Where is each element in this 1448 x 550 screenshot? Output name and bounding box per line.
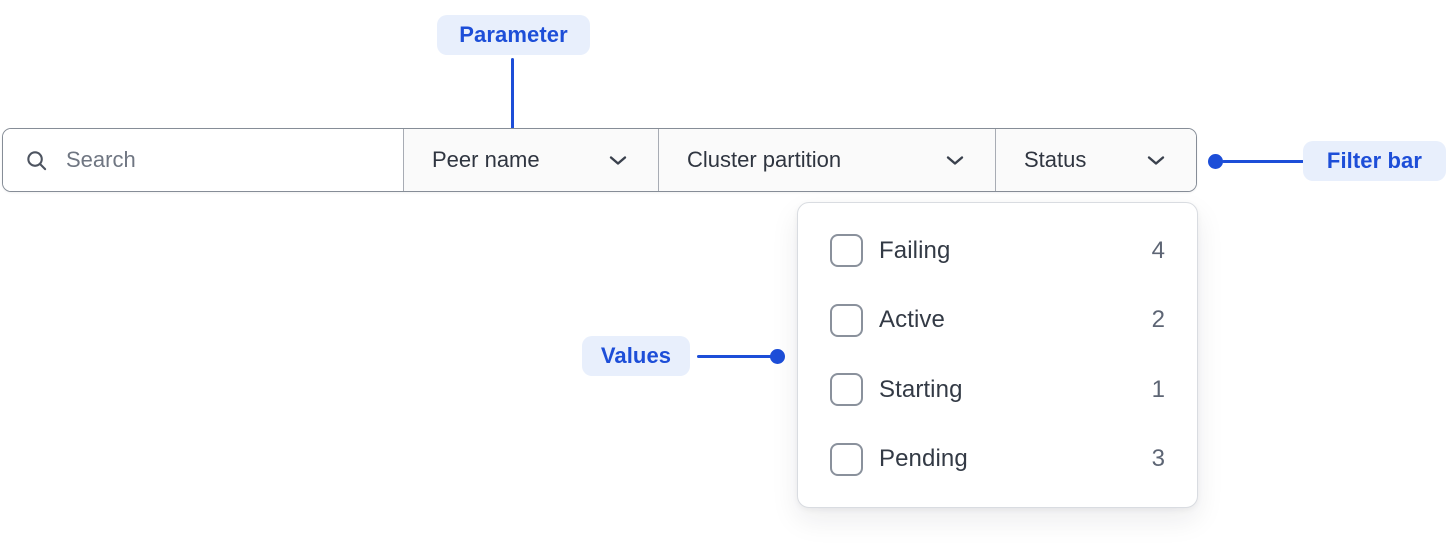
status-option-label: Starting [879, 375, 963, 403]
chevron-down-icon [1144, 148, 1168, 172]
status-option-label: Failing [879, 236, 951, 264]
chevron-down-icon [606, 148, 630, 172]
values-callout-line [697, 355, 772, 358]
status-option-active[interactable]: Active 2 [830, 286, 1165, 356]
checkbox-starting[interactable] [830, 373, 863, 407]
status-option-failing[interactable]: Failing 4 [830, 216, 1165, 286]
chevron-down-icon [943, 148, 967, 172]
peer-name-dropdown[interactable]: Peer name [404, 129, 659, 191]
parameter-annotation-label: Parameter [437, 15, 590, 55]
status-option-count: 3 [1151, 445, 1165, 473]
search-input[interactable] [66, 147, 366, 173]
status-option-starting[interactable]: Starting 1 [830, 355, 1165, 425]
parameter-annotation-text: Parameter [459, 22, 568, 47]
status-option-count: 2 [1151, 306, 1165, 334]
magnifier-icon [25, 149, 48, 172]
filter-bar-callout-dot [1208, 154, 1223, 169]
checkbox-pending[interactable] [830, 442, 863, 476]
status-dropdown-label: Status [1024, 147, 1087, 172]
status-option-count: 1 [1151, 375, 1165, 403]
status-option-label: Active [879, 306, 945, 334]
status-option-pending[interactable]: Pending 3 [830, 425, 1165, 495]
checkbox-active[interactable] [830, 303, 863, 337]
values-annotation-label: Values [582, 336, 690, 376]
search-section [3, 129, 404, 191]
parameter-callout-line [511, 58, 514, 135]
cluster-partition-dropdown[interactable]: Cluster partition [659, 129, 996, 191]
status-option-label: Pending [879, 445, 968, 473]
status-dropdown-panel: Failing 4 Active 2 Starting 1 Pending 3 [797, 202, 1198, 508]
filter-bar-annotation-text: Filter bar [1326, 148, 1423, 173]
status-option-count: 4 [1151, 236, 1165, 264]
filter-bar: Peer name Cluster partition Status [2, 128, 1197, 192]
filter-bar-annotation-label: Filter bar [1303, 141, 1446, 181]
values-callout-dot [770, 349, 785, 364]
values-annotation-text: Values [600, 343, 672, 368]
checkbox-failing[interactable] [830, 234, 863, 268]
filter-bar-callout-line [1222, 160, 1304, 163]
cluster-partition-dropdown-label: Cluster partition [687, 147, 842, 172]
peer-name-dropdown-label: Peer name [432, 147, 540, 172]
status-dropdown[interactable]: Status [996, 129, 1196, 191]
